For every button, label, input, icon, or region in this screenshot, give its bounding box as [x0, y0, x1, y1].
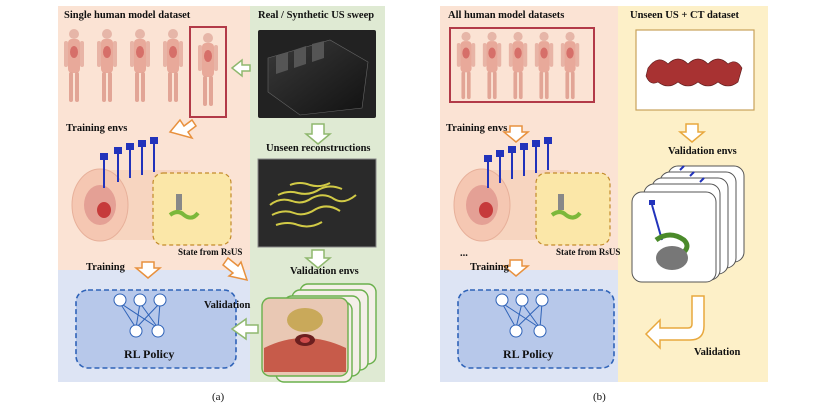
arrows-a: [133, 58, 333, 341]
rl-network-a: [113, 293, 167, 338]
validation-envs-label-b: Validation envs: [668, 146, 737, 157]
human-models-b: [456, 31, 580, 100]
training-label-a: Training: [86, 262, 125, 273]
selected-model-box: [189, 26, 227, 118]
all-datasets-label: All human model datasets: [448, 10, 565, 21]
validation-label-b: Validation: [694, 347, 741, 358]
single-dataset-label: Single human model dataset: [64, 10, 191, 21]
arrows-b: [501, 123, 707, 350]
state-label-a: State from RsUS: [178, 247, 243, 257]
validation-envs-stack-a: [261, 283, 377, 383]
validation-envs-stack-b: [631, 165, 745, 283]
all-models-box: [449, 27, 595, 103]
reconstruction-image: [257, 158, 377, 248]
unseen-ct-label: Unseen US + CT dataset: [630, 10, 740, 21]
training-env-a: [71, 137, 232, 246]
training-envs-label-b: Training envs: [446, 123, 508, 134]
state-label-b: State from RsUS: [556, 247, 621, 257]
caption-a: (a): [212, 391, 225, 403]
sweep-label: Real / Synthetic US sweep: [258, 10, 375, 21]
validation-label-a: Validation: [204, 300, 251, 311]
ellipsis-b: ...: [460, 248, 468, 259]
rl-network-b: [495, 293, 549, 338]
training-env-b: [453, 137, 611, 246]
rl-policy-label-b: RL Policy: [503, 347, 554, 361]
training-label-b: Training: [470, 262, 509, 273]
unseen-recon-label: Unseen reconstructions: [266, 143, 371, 154]
human-models-a: [64, 26, 227, 118]
validation-envs-label-a: Validation envs: [290, 266, 359, 277]
rl-policy-label-a: RL Policy: [124, 347, 175, 361]
caption-b: (b): [593, 391, 606, 403]
training-envs-label-a: Training envs: [66, 123, 128, 134]
